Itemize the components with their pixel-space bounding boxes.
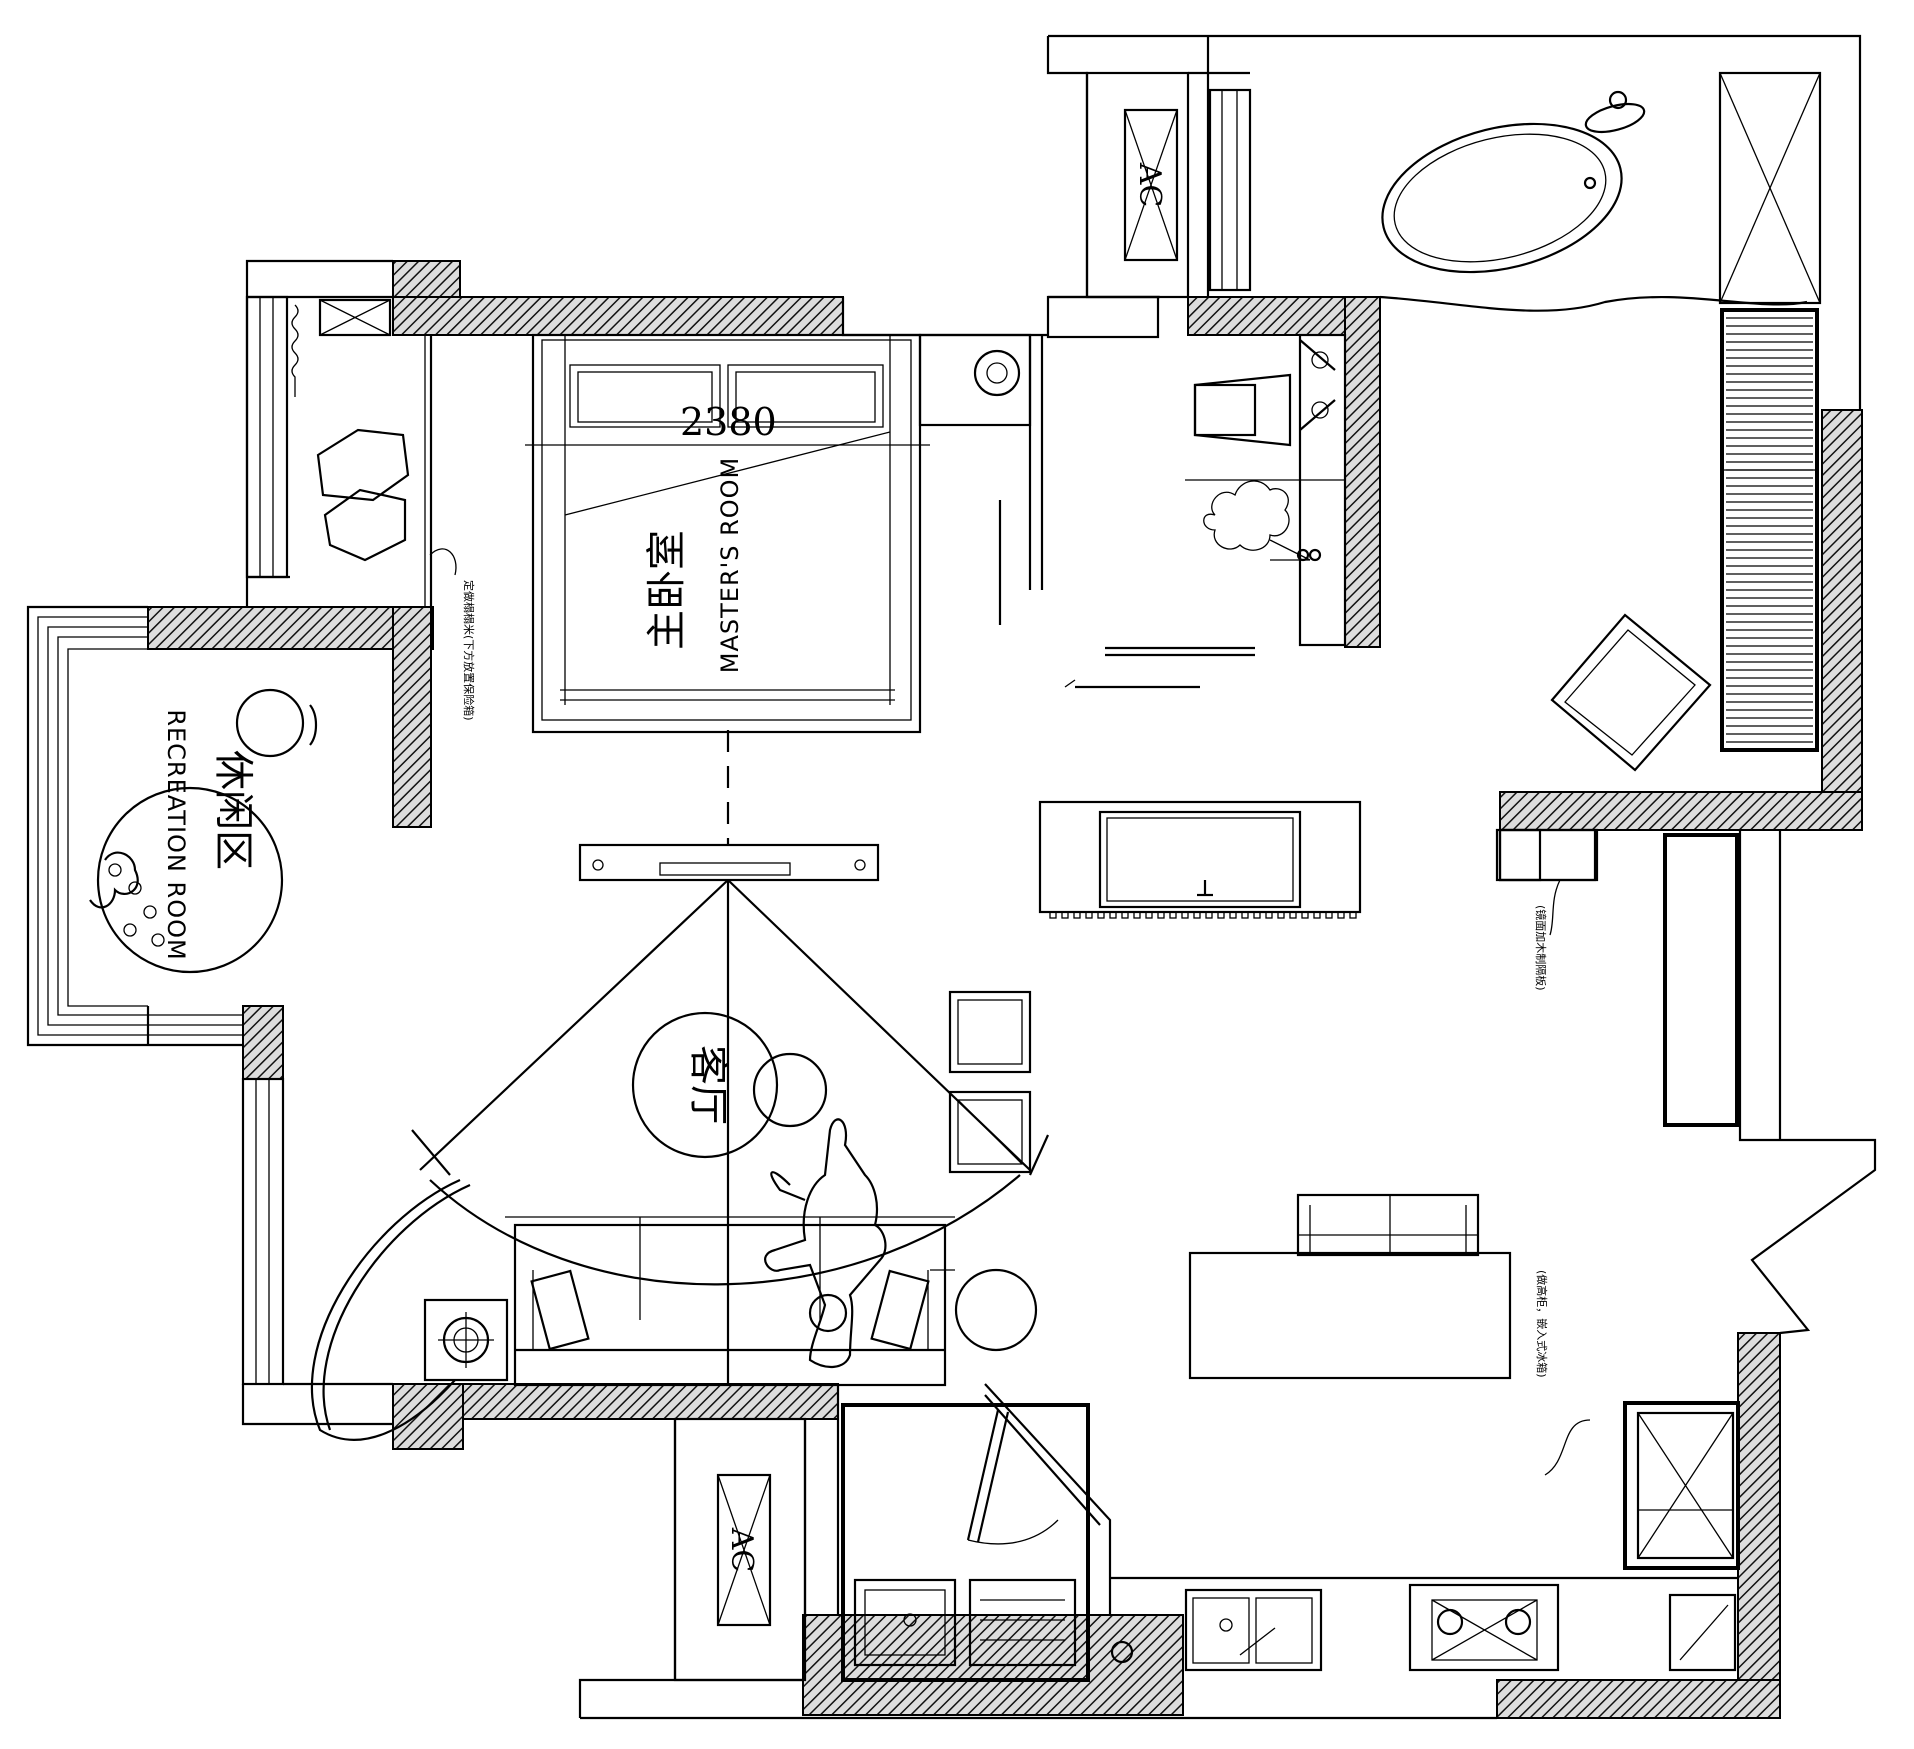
- console-leg: [1301, 911, 1309, 919]
- wardrobe: [1718, 71, 1822, 752]
- structural-walls: [147, 260, 1863, 1719]
- console-leg: [1337, 911, 1345, 919]
- tv-console: [1038, 800, 1362, 914]
- armchair: [1550, 613, 1712, 772]
- bay-window-note-text: 定做榻榻米(下方放置保险箱): [462, 580, 476, 721]
- living-room-zh: 客厅: [685, 1045, 731, 1125]
- console-leg: [1073, 911, 1081, 919]
- console-leg: [1145, 911, 1153, 919]
- ac-unit-top: AC: [1085, 71, 1190, 299]
- console-leg: [1121, 911, 1129, 919]
- console-leg: [1109, 911, 1117, 919]
- master-bed: [525, 333, 930, 734]
- console-leg: [1325, 911, 1333, 919]
- bathtub: [1379, 90, 1808, 312]
- console-leg: [1181, 911, 1189, 919]
- console-leg: [1097, 911, 1105, 919]
- ac-label-bottom: AC: [724, 1527, 759, 1573]
- recreation-furniture: [89, 688, 318, 974]
- console-leg: [1157, 911, 1165, 919]
- fridge: [1623, 1401, 1740, 1570]
- corner-cabinet: [1668, 1593, 1737, 1672]
- console-leg: [1049, 911, 1057, 919]
- console-leg: [1169, 911, 1177, 919]
- laundry-area: [841, 1403, 1090, 1682]
- stove: [1408, 1583, 1560, 1672]
- bedroom-closet: [918, 333, 1044, 625]
- floor-drain: [1110, 1640, 1134, 1664]
- console-leg: [1253, 911, 1261, 919]
- shower-area: [1064, 333, 1347, 689]
- tatami-area: [291, 298, 426, 607]
- console-legs: [1049, 911, 1357, 919]
- fridge-note: (做高柜，嵌入式冰箱): [1535, 1270, 1591, 1476]
- wardrobe-slats: [1726, 317, 1813, 743]
- tall-cabinet: [1663, 833, 1739, 1127]
- console-leg: [1349, 911, 1357, 919]
- side-table-right: [954, 1268, 1038, 1352]
- tv-view-cone: [310, 879, 1050, 1441]
- console-leg: [1217, 911, 1225, 919]
- console-leg: [1313, 911, 1321, 919]
- bed-dimension: 2380: [680, 400, 777, 444]
- master-room-en: MASTER'S ROOM: [716, 457, 744, 673]
- ottomans: [948, 990, 1032, 1174]
- partition-note: (镜面加木制隔板): [1495, 828, 1599, 991]
- sofa: [505, 1216, 955, 1387]
- ac-label-top: AC: [1132, 162, 1167, 208]
- console-leg: [1265, 911, 1273, 919]
- console-leg: [1229, 911, 1237, 919]
- side-table-left: [423, 1298, 509, 1382]
- console-leg: [1193, 911, 1201, 919]
- console-leg: [1277, 911, 1285, 919]
- bay-window-note: 定做榻榻米(下方放置保险箱): [429, 548, 476, 721]
- console-leg: [1289, 911, 1297, 919]
- recreation-room-en: RECREATION ROOM: [162, 709, 190, 960]
- recreation-room-zh: 休闲区: [210, 750, 256, 870]
- fridge-note-text: (做高柜，嵌入式冰箱): [1535, 1270, 1549, 1378]
- person-figure: [764, 1118, 887, 1368]
- console-leg: [1085, 911, 1093, 919]
- coffee-table: [631, 1011, 828, 1159]
- console-leg: [1241, 911, 1249, 919]
- console-leg: [1133, 911, 1141, 919]
- console-leg: [1205, 911, 1213, 919]
- dining-island: [1188, 1193, 1512, 1380]
- kitchen-sink: [1184, 1588, 1323, 1672]
- partition-note-text: (镜面加木制隔板): [1534, 905, 1548, 991]
- console-leg: [1061, 911, 1069, 919]
- master-room-zh: 主卧室: [644, 530, 690, 650]
- ac-unit-bottom: AC: [673, 1417, 807, 1682]
- tv-wall-unit: [578, 730, 880, 882]
